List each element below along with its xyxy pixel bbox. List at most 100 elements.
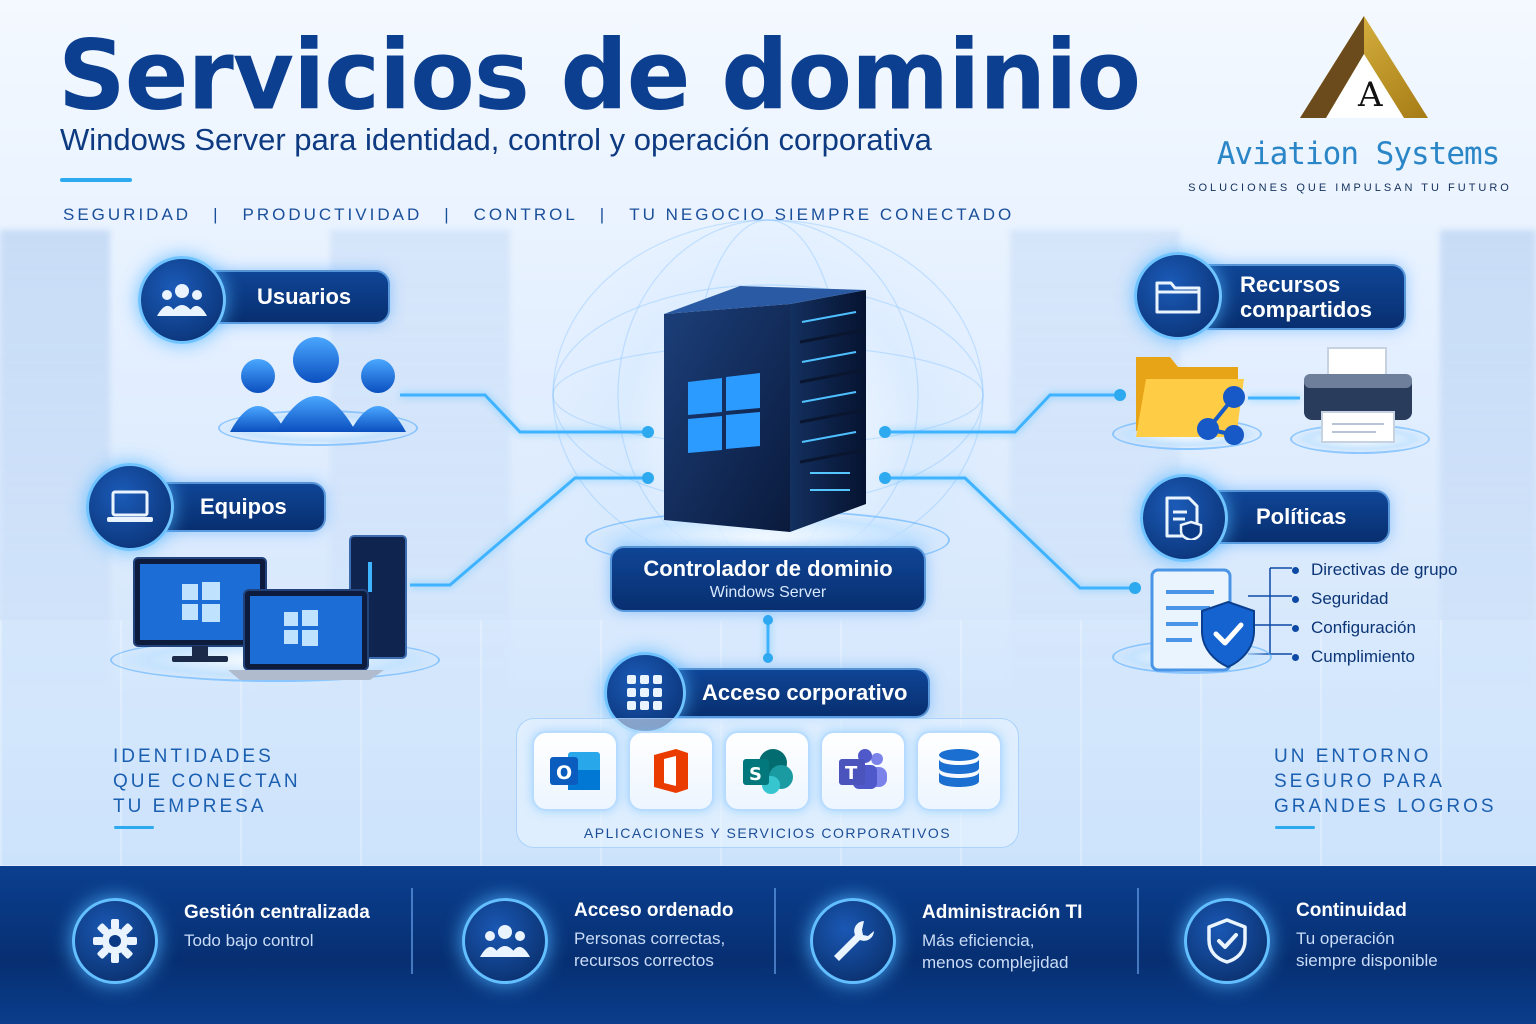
- domain-controller-subtitle: Windows Server: [709, 584, 827, 601]
- footer-item-admin[interactable]: Administración TI Más eficiencia, menos …: [808, 880, 1128, 984]
- logo-letter: A: [1357, 75, 1383, 115]
- sharepoint-icon: S: [743, 749, 793, 794]
- office-tile[interactable]: [628, 731, 714, 811]
- footer-item-desc: Todo bajo control: [184, 930, 313, 952]
- folder-icon: [1155, 281, 1201, 314]
- users-group-illustration: [230, 337, 406, 432]
- policies-node-label: Políticas: [1256, 504, 1347, 529]
- resources-node[interactable]: Recursos compartidos: [1196, 264, 1406, 330]
- footer-divider: [1137, 888, 1139, 974]
- right-slogan-line: GRANDES LOGROS: [1274, 796, 1497, 817]
- brand-slogan: SOLUCIONES QUE IMPULSAN TU FUTURO: [1188, 182, 1512, 194]
- gear-icon: [93, 919, 137, 963]
- footer-item-desc-line: Tu operación: [1296, 929, 1395, 948]
- footer-divider: [411, 888, 413, 974]
- tagline-item: SEGURIDAD: [63, 205, 192, 224]
- footer-item-desc-line: recursos correctos: [574, 951, 714, 970]
- database-icon: [939, 749, 979, 787]
- left-slogan: IDENTIDADES QUE CONECTAN TU EMPRESA: [113, 744, 301, 819]
- users-icon: [480, 925, 530, 957]
- devices-node-icon-wrap: [86, 463, 174, 551]
- svg-text:O: O: [556, 762, 572, 784]
- teams-tile[interactable]: T: [820, 731, 906, 811]
- tagline-item: PRODUCTIVIDAD: [242, 205, 423, 224]
- printer-icon: [1304, 347, 1412, 443]
- footer-icon-wrap: [462, 898, 548, 984]
- footer-icon-wrap: [810, 898, 896, 984]
- sharepoint-tile[interactable]: S: [724, 731, 810, 811]
- apps-caption: APLICACIONES Y SERVICIOS CORPORATIVOS: [583, 825, 952, 841]
- policy-item: Seguridad: [1292, 584, 1457, 613]
- background-rack-right: [1440, 230, 1536, 690]
- teams-icon: T: [839, 749, 887, 789]
- resources-node-icon-wrap: [1134, 252, 1222, 340]
- footer-item-title: Gestión centralizada: [184, 902, 370, 923]
- brand-name: Aviation Systems: [1216, 136, 1501, 172]
- footer-item-desc: Personas correctas, recursos correctos: [574, 928, 725, 972]
- database-tile[interactable]: [916, 731, 1002, 811]
- tagline-item: CONTROL: [473, 205, 578, 224]
- background-rack-left: [0, 230, 110, 690]
- page-title: Servicios de dominio: [58, 20, 1141, 133]
- tagline-item: TU NEGOCIO SIEMPRE CONECTADO: [629, 205, 1015, 224]
- footer-item-title: Acceso ordenado: [574, 900, 734, 921]
- footer-item-desc-line: siempre disponible: [1296, 951, 1438, 970]
- footer-item-desc: Más eficiencia, menos complejidad: [922, 930, 1068, 974]
- users-node-label: Usuarios: [257, 284, 352, 309]
- outlook-tile[interactable]: O: [532, 731, 618, 811]
- domain-controller-title: Controlador de dominio: [643, 556, 893, 581]
- footer-item-desc-line: Todo bajo control: [184, 931, 314, 950]
- policy-shield-illustration: [1150, 568, 1255, 672]
- policy-document-icon: [1165, 496, 1203, 540]
- footer-item-centralized[interactable]: Gestión centralizada Todo bajo control: [70, 880, 400, 984]
- office-icon: [654, 749, 688, 793]
- shared-folder-illustration: [1136, 357, 1245, 445]
- footer-item-title: Continuidad: [1296, 900, 1407, 921]
- laptop-icon: [107, 490, 153, 522]
- wrench-icon: [834, 921, 874, 961]
- footer-bar: [0, 866, 1536, 1024]
- footer-item-continuity[interactable]: Continuidad Tu operación siempre disponi…: [1182, 880, 1502, 984]
- footer-item-title: Administración TI: [922, 902, 1083, 923]
- title-underline: [60, 178, 132, 182]
- policy-item: Directivas de grupo: [1292, 555, 1457, 584]
- policies-node-icon-wrap: [1140, 474, 1228, 562]
- tagline-separator: |: [213, 205, 221, 224]
- tagline-separator: |: [444, 205, 452, 224]
- app-grid-icon: [627, 675, 662, 710]
- tagline-separator: |: [599, 205, 608, 224]
- users-node-icon-wrap: [138, 256, 226, 344]
- footer-item-desc-line: Personas correctas,: [574, 929, 726, 948]
- left-slogan-line: TU EMPRESA: [113, 796, 267, 817]
- footer-item-desc-line: menos complejidad: [922, 953, 1069, 972]
- server-tower-icon: [664, 286, 866, 532]
- tagline: SEGURIDAD | PRODUCTIVIDAD | CONTROL | TU…: [63, 205, 1014, 225]
- left-slogan-line: QUE CONECTAN: [113, 771, 301, 792]
- svg-text:T: T: [845, 763, 858, 784]
- policies-list: Directivas de grupo Seguridad Configurac…: [1292, 555, 1457, 671]
- outlook-icon: O: [550, 752, 600, 790]
- resources-node-label-line2: compartidos: [1240, 297, 1373, 322]
- computers-illustration: [133, 535, 407, 680]
- footer-icon-wrap: [1184, 898, 1270, 984]
- right-slogan-line: UN ENTORNO: [1274, 746, 1432, 767]
- policy-item: Configuración: [1292, 613, 1457, 642]
- svg-text:S: S: [749, 764, 762, 785]
- left-slogan-rule: [114, 826, 154, 829]
- policy-item: Cumplimiento: [1292, 642, 1457, 671]
- users-icon: [157, 284, 207, 316]
- domain-controller-label[interactable]: Controlador de dominio Windows Server: [610, 546, 926, 612]
- users-node[interactable]: Usuarios: [200, 270, 390, 324]
- footer-item-desc: Tu operación siempre disponible: [1296, 928, 1438, 972]
- shield-check-icon: [1207, 918, 1247, 964]
- access-node-label: Acceso corporativo: [702, 680, 908, 705]
- left-slogan-line: IDENTIDADES: [113, 746, 274, 767]
- right-slogan-line: SEGURO PARA: [1274, 771, 1445, 792]
- access-node[interactable]: Acceso corporativo: [660, 668, 930, 718]
- footer-divider: [774, 888, 776, 974]
- aviation-logo-icon: A: [1300, 16, 1428, 118]
- footer-item-desc-line: Más eficiencia,: [922, 931, 1035, 950]
- footer-item-access[interactable]: Acceso ordenado Personas correctas, recu…: [460, 880, 770, 984]
- devices-node-label: Equipos: [200, 494, 287, 519]
- resources-node-label-line1: Recursos: [1240, 272, 1341, 297]
